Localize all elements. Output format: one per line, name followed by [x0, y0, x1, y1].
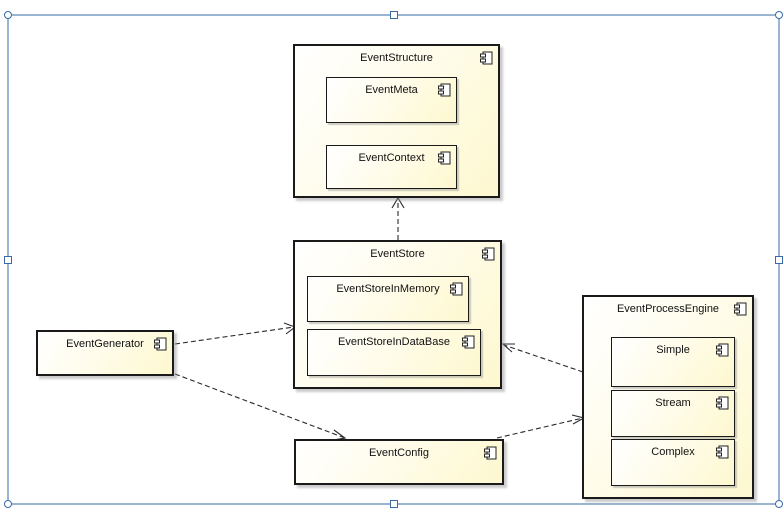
component-complex[interactable]: Complex: [611, 439, 735, 486]
component-event-store-in-memory[interactable]: EventStoreInMemory: [307, 276, 469, 322]
component-label: Simple: [656, 344, 690, 356]
component-icon: [482, 247, 495, 261]
component-event-store-in-database[interactable]: EventStoreInDataBase: [307, 329, 481, 376]
component-label: Stream: [655, 397, 691, 409]
component-label: EventStructure: [360, 52, 433, 64]
arrowhead: [391, 196, 405, 209]
component-event-meta[interactable]: EventMeta: [326, 77, 457, 123]
dependency-config-to-engine: [496, 417, 584, 439]
component-icon: [450, 282, 463, 296]
resize-handle-top[interactable]: [390, 11, 398, 19]
resize-handle-bottom[interactable]: [390, 500, 398, 508]
component-label: EventStoreInDataBase: [338, 336, 450, 348]
component-icon: [462, 335, 475, 349]
component-label: EventConfig: [369, 447, 429, 459]
component-label: EventStore: [370, 248, 425, 260]
resize-handle-right[interactable]: [775, 256, 783, 264]
component-icon: [716, 396, 729, 410]
dependency-engine-to-store: [503, 344, 584, 373]
resize-handle-bottom-left[interactable]: [4, 500, 12, 508]
resize-handle-top-left[interactable]: [4, 11, 12, 19]
component-label: EventStoreInMemory: [336, 283, 440, 295]
component-icon: [716, 343, 729, 357]
component-label: EventGenerator: [66, 338, 144, 350]
resize-handle-left[interactable]: [4, 256, 12, 264]
component-stream[interactable]: Stream: [611, 390, 735, 437]
resize-handle-bottom-right[interactable]: [775, 500, 783, 508]
component-simple[interactable]: Simple: [611, 337, 735, 387]
component-event-config[interactable]: EventConfig: [294, 439, 504, 485]
component-label: EventProcessEngine: [616, 303, 720, 315]
component-icon: [734, 302, 747, 316]
dependency-generator-to-config: [174, 373, 346, 439]
component-event-context[interactable]: EventContext: [326, 145, 457, 189]
arrowhead: [501, 343, 515, 353]
component-label: Complex: [651, 446, 695, 458]
component-label: EventMeta: [365, 84, 418, 96]
component-label: EventContext: [358, 152, 425, 164]
component-icon: [480, 51, 493, 65]
component-event-generator[interactable]: EventGenerator: [36, 330, 174, 376]
component-icon: [484, 446, 497, 460]
component-icon: [716, 445, 729, 459]
component-icon: [438, 83, 451, 97]
resize-handle-top-right[interactable]: [775, 11, 783, 19]
component-icon: [154, 337, 167, 351]
component-icon: [438, 151, 451, 165]
dependency-generator-to-store: [174, 326, 295, 345]
